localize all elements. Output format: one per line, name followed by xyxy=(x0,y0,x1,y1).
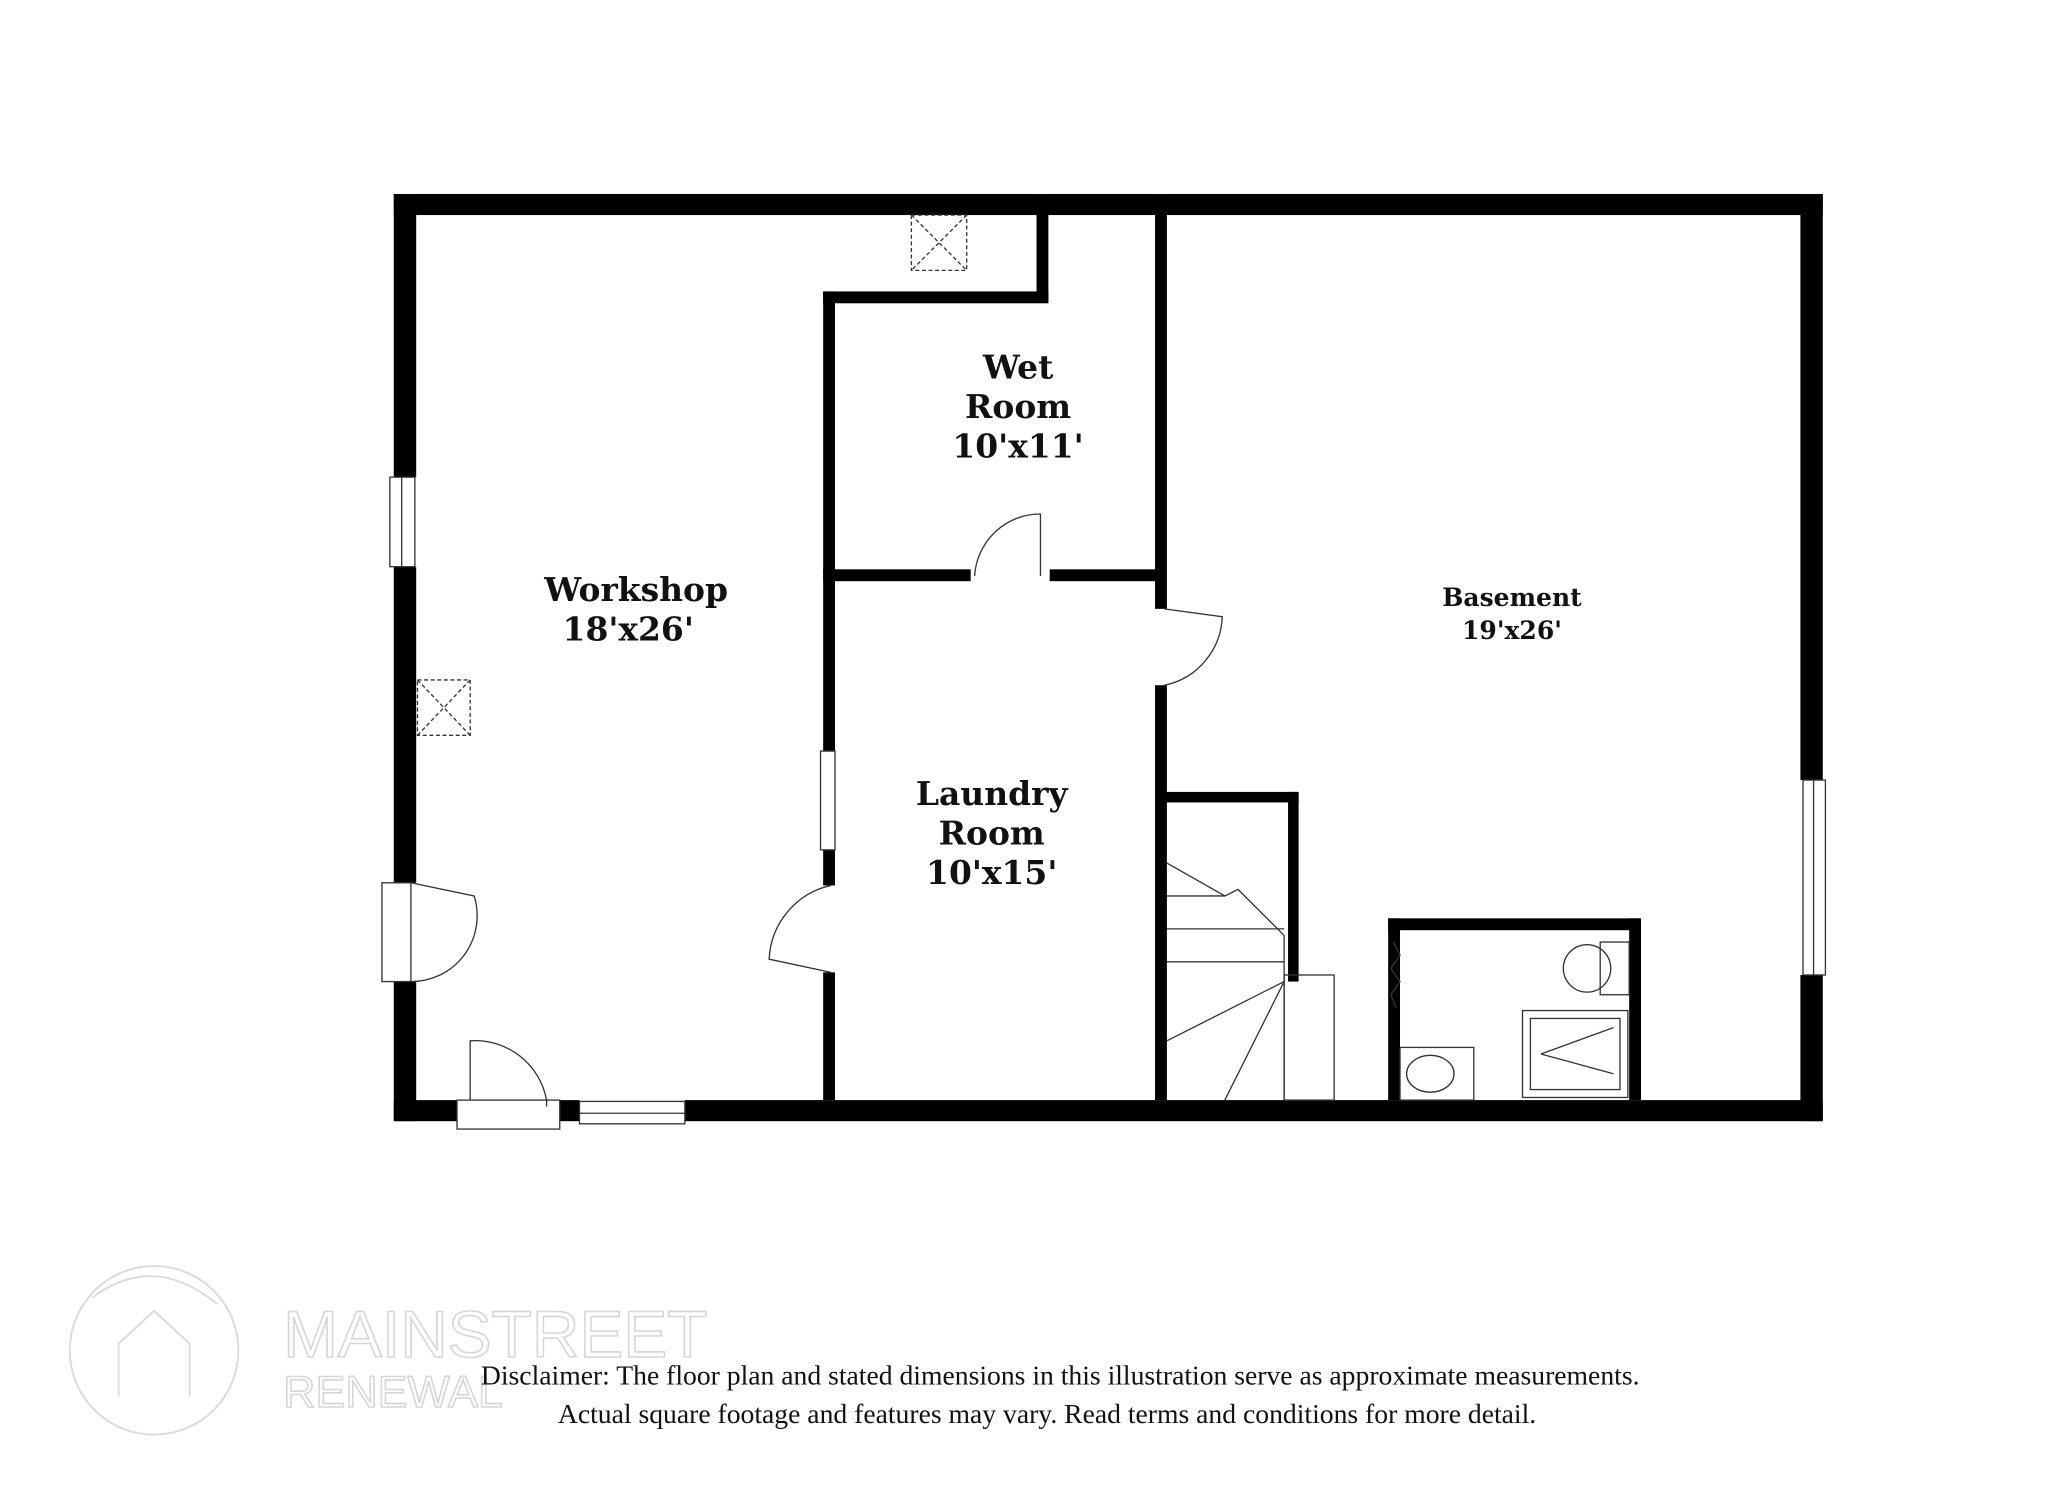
disclaimer-line-1: Disclaimer: The floor plan and stated di… xyxy=(481,1360,1640,1391)
laundry-size: 10'x15' xyxy=(926,853,1057,892)
watermark-brand: MAINSTREET xyxy=(283,1297,707,1371)
door-icon xyxy=(456,1099,561,1130)
laundry-name-2: Room xyxy=(939,814,1045,853)
skylight-icon xyxy=(416,679,471,736)
workshop-size: 18'x26' xyxy=(563,609,694,648)
workshop-name: Workshop xyxy=(543,570,728,609)
toilet-icon xyxy=(1562,941,1630,996)
watermark-subbrand: RENEWAL xyxy=(283,1367,503,1417)
door-icon xyxy=(381,882,412,983)
shower-icon xyxy=(1521,1009,1629,1099)
door-icon xyxy=(1164,608,1223,686)
basement-name: Basement xyxy=(1442,583,1582,612)
laundry-name-1: Laundry xyxy=(916,774,1069,813)
disclaimer-line-2: Actual square footage and features may v… xyxy=(558,1398,1536,1429)
walls xyxy=(393,193,1823,1122)
folding-door-icon xyxy=(1389,941,1401,1009)
basement-size: 19'x26' xyxy=(1462,616,1562,645)
wet-room-name-2: Room xyxy=(965,387,1071,426)
fixtures xyxy=(381,214,1827,1130)
door-icon xyxy=(973,513,1042,576)
watermark-logo: MAINSTREET RENEWAL xyxy=(68,1265,708,1436)
wet-room-name-1: Wet xyxy=(982,347,1054,386)
stairs-icon xyxy=(1166,862,1335,1101)
door-icon xyxy=(768,884,832,973)
wet-room-size: 10'x11' xyxy=(952,426,1083,465)
skylight-icon xyxy=(910,214,968,272)
room-labels: Workshop 18'x26' Wet Room 10'x11' Laundr… xyxy=(543,347,1582,892)
window-icon xyxy=(819,750,836,851)
sink-icon xyxy=(1399,1046,1475,1101)
